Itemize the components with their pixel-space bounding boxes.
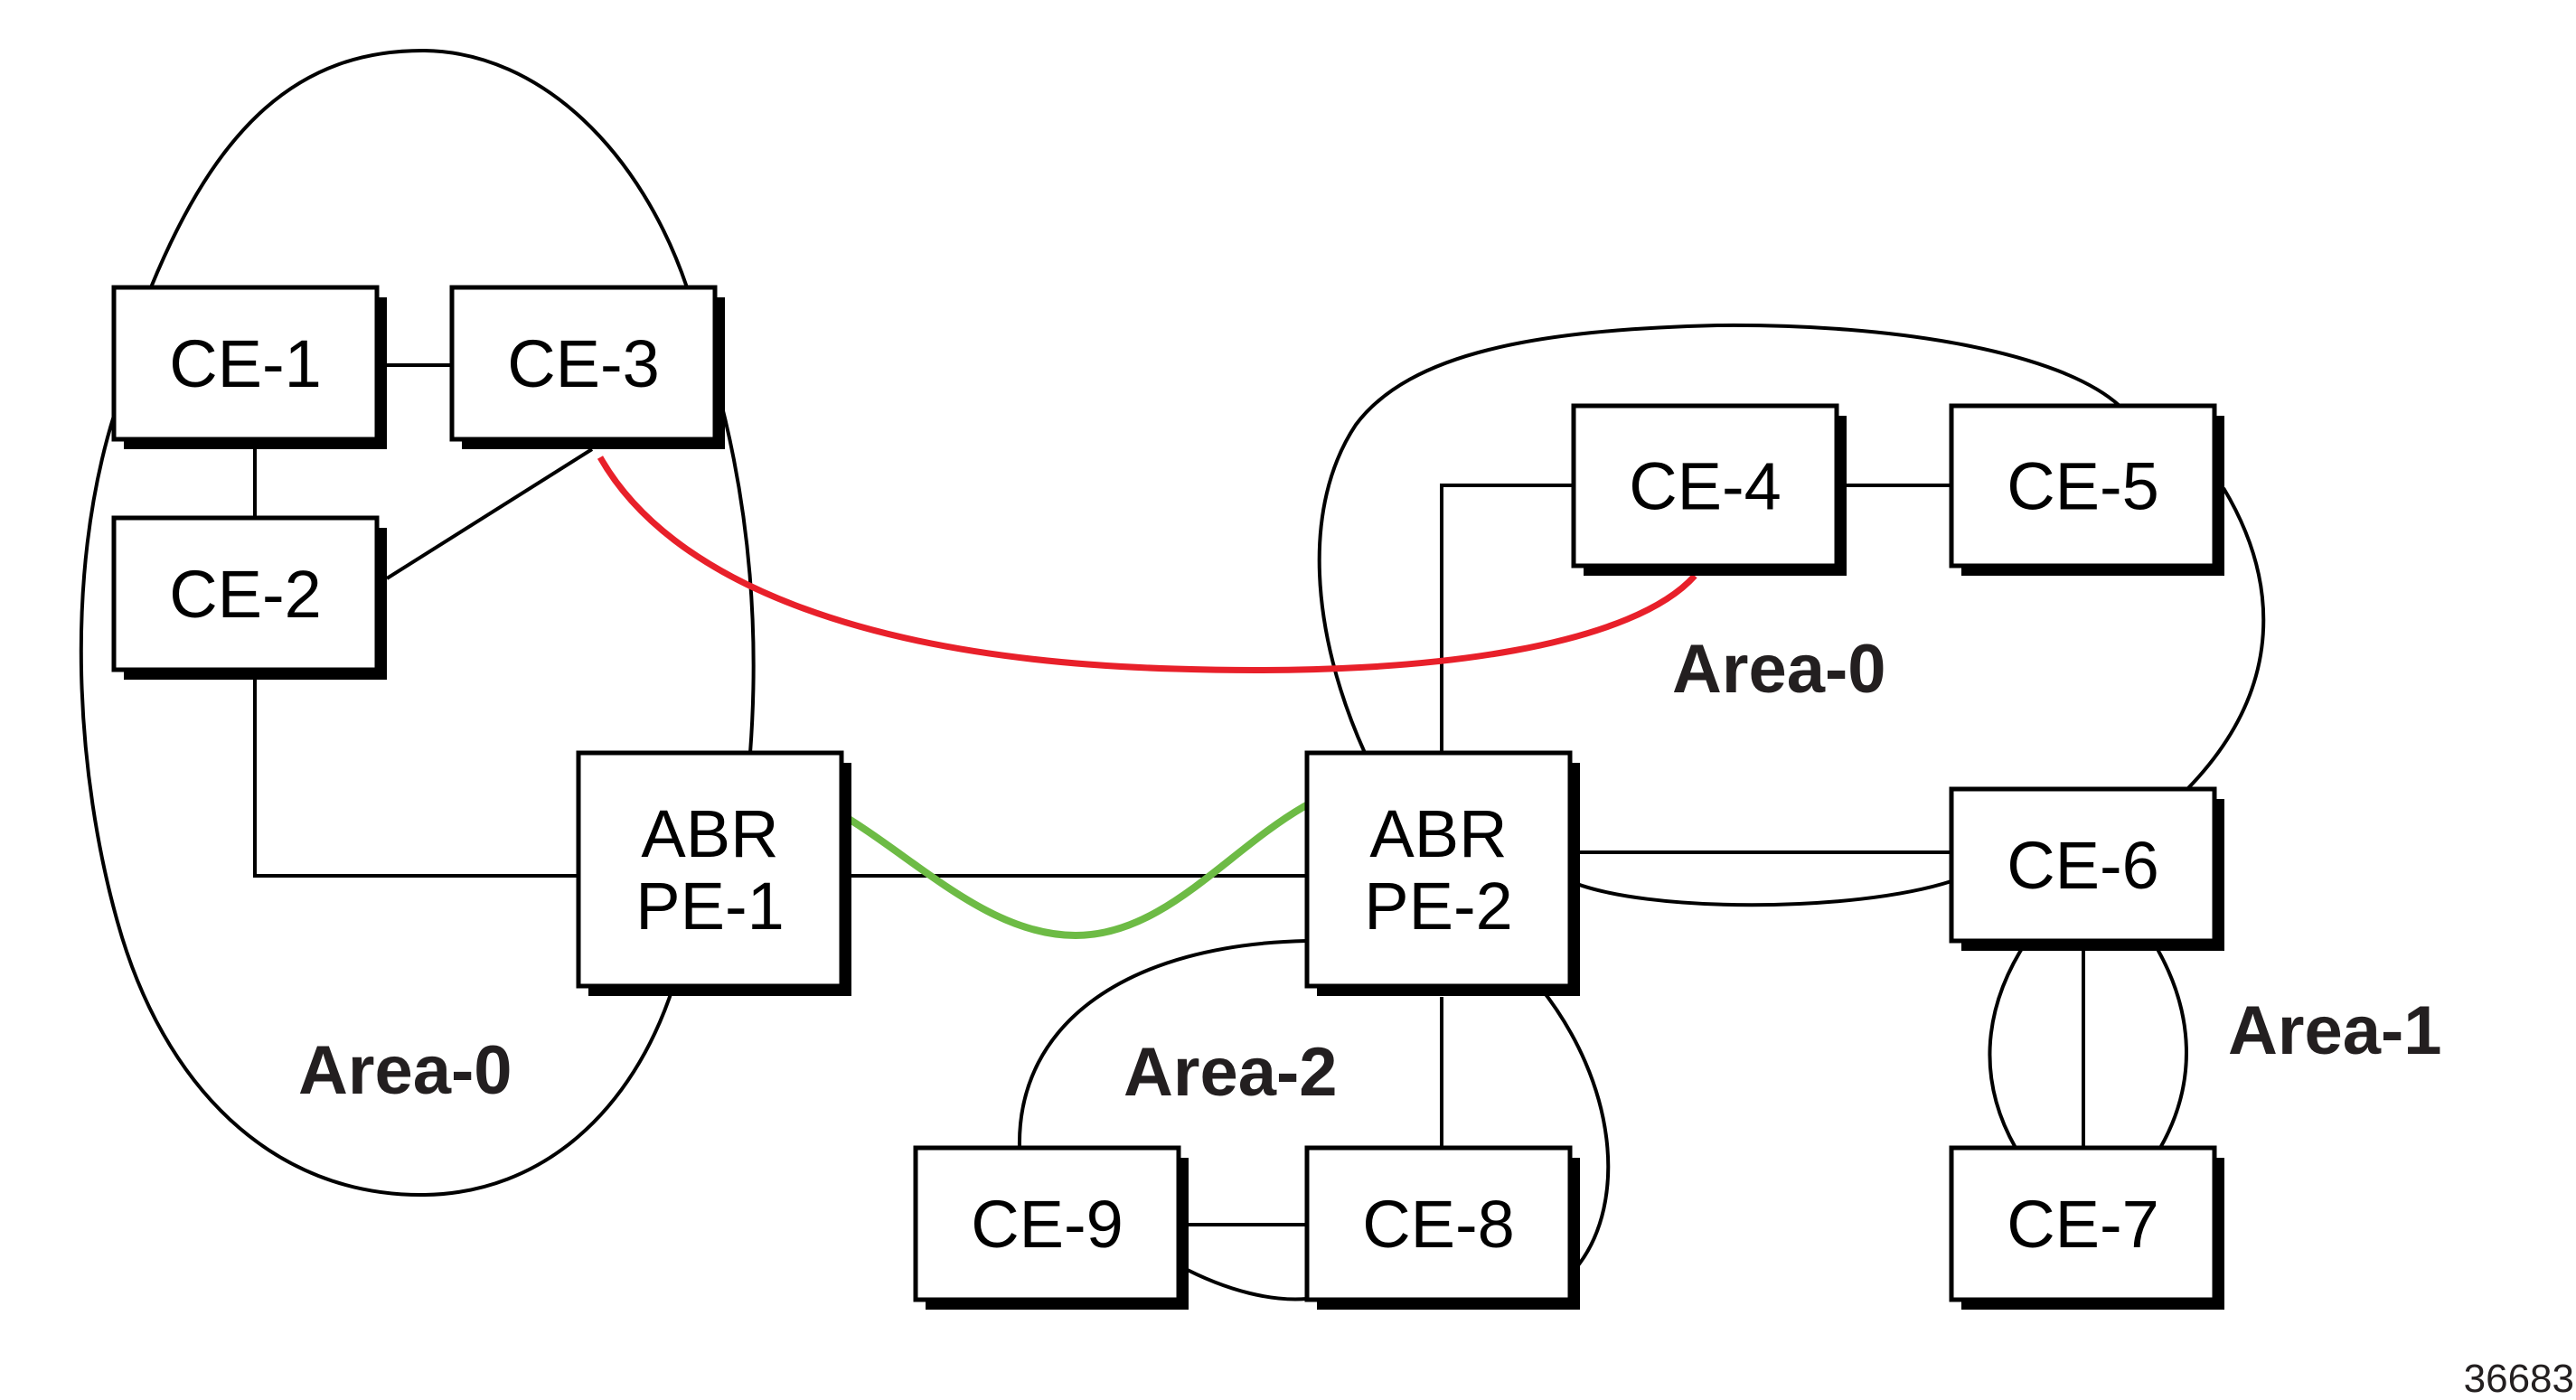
area-1-boundary xyxy=(1988,938,2188,1149)
link-pe2-ce4 xyxy=(1440,484,1574,753)
node-ce-3: CE-3 xyxy=(449,285,725,449)
area-2-boundary xyxy=(1017,939,1611,1301)
node-label: CE-8 xyxy=(1362,1187,1515,1262)
area-0-left-boundary xyxy=(79,48,756,1198)
node-box xyxy=(1304,1145,1573,1302)
node-box xyxy=(449,285,718,442)
highlight-path-pe1-pe2 xyxy=(752,776,1387,940)
node-label: CE-7 xyxy=(2007,1187,2159,1262)
node-ce-6: CE-6 xyxy=(1949,786,2224,951)
node-box xyxy=(913,1145,1181,1302)
node-ce-2: CE-2 xyxy=(111,515,387,680)
area-2-label: Area-2 xyxy=(1123,1034,1338,1111)
area-boundaries xyxy=(79,48,2266,1301)
figure-id: 36683 xyxy=(2464,1357,2574,1400)
area-0-right-label: Area-0 xyxy=(1672,631,1886,708)
node-label: CE-6 xyxy=(2007,828,2159,903)
node-label: ABR xyxy=(641,796,778,871)
node-box xyxy=(1949,786,2217,944)
node-box xyxy=(1949,403,2217,568)
node-ce-8: CE-8 xyxy=(1304,1145,1580,1310)
node-label: CE-1 xyxy=(169,326,322,401)
node-label: CE-2 xyxy=(169,557,322,632)
node-label: CE-5 xyxy=(2007,449,2159,524)
node-box xyxy=(1949,1145,2217,1302)
area-1-label: Area-1 xyxy=(2228,992,2442,1069)
node-box xyxy=(1571,403,1839,568)
link-ce2-ce3 xyxy=(385,447,594,580)
node-label: CE-9 xyxy=(971,1187,1123,1262)
node-box xyxy=(111,285,380,442)
node-label: CE-3 xyxy=(507,326,660,401)
node-box xyxy=(1304,750,1573,989)
node-ce-7: CE-7 xyxy=(1949,1145,2224,1310)
node-ce-5: CE-5 xyxy=(1949,403,2224,576)
node-ce-9: CE-9 xyxy=(913,1145,1189,1310)
node-label: PE-1 xyxy=(635,869,785,944)
area-0-right-boundary xyxy=(1317,323,2266,907)
area-0-left-label: Area-0 xyxy=(298,1032,512,1109)
node-box xyxy=(111,515,380,672)
node-ce-1: CE-1 xyxy=(111,285,387,449)
node-label: CE-4 xyxy=(1629,449,1782,524)
node-label: ABR xyxy=(1369,796,1507,871)
node-ce-4: CE-4 xyxy=(1571,403,1847,576)
link-ce2-pe1 xyxy=(253,680,578,878)
highlight-path-ce3-ce4 xyxy=(597,456,1697,673)
node-label: PE-2 xyxy=(1364,869,1513,944)
node-box xyxy=(576,750,844,989)
